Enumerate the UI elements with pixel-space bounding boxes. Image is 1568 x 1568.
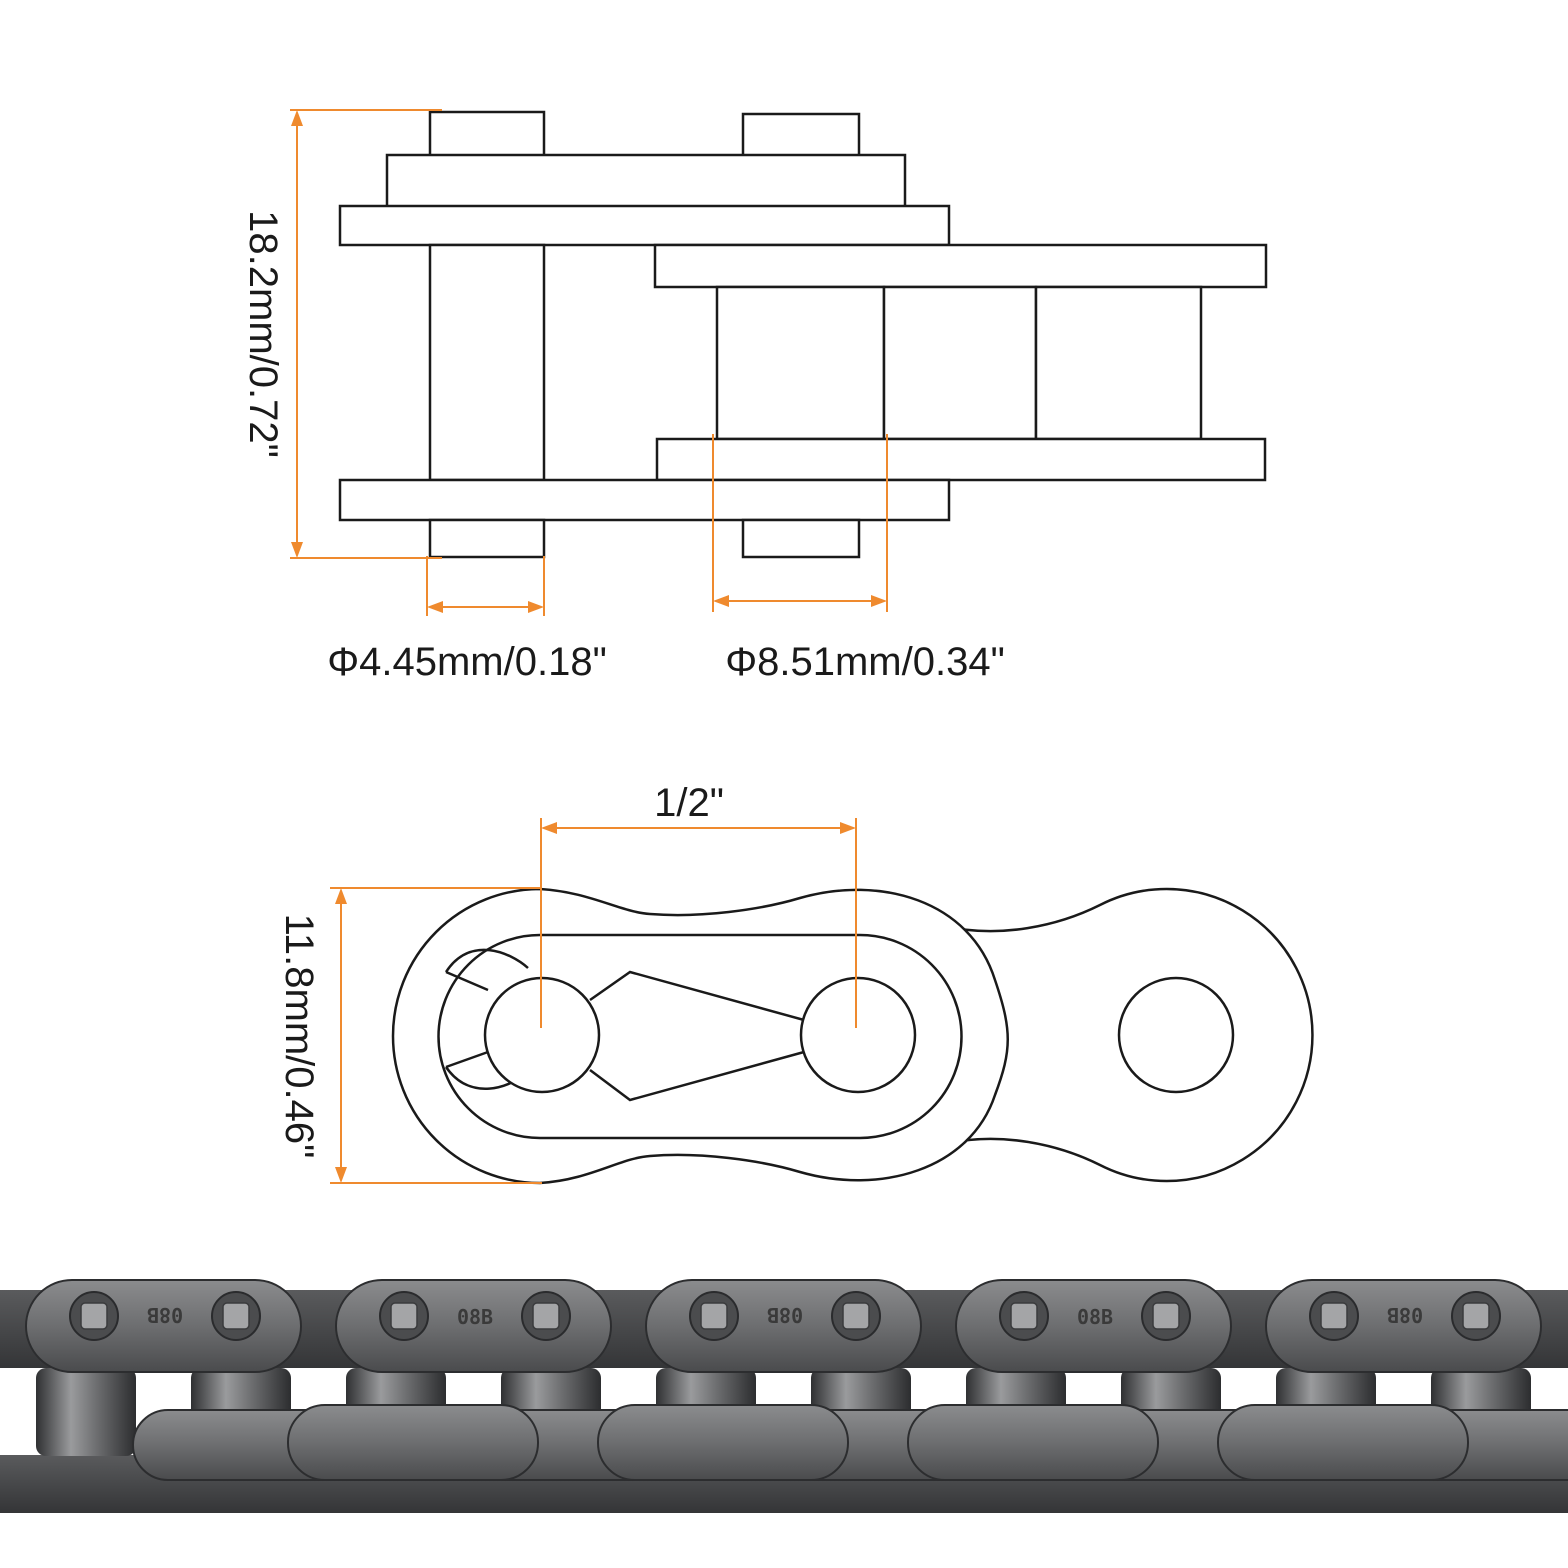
plate-marking: 08B [1077,1305,1113,1329]
chain-roller [36,1368,136,1456]
plate-marking: 08B [1387,1303,1423,1327]
height-dimension [290,109,442,559]
outer-plate-upper [385,153,907,209]
bushing-middle [882,285,1038,441]
pin-diameter-label: Φ4.45mm/0.18" [327,640,607,684]
inner-plate-lower [655,437,1267,482]
chain-pin-head [532,1302,560,1330]
outer-plate-lower [338,478,951,522]
chain-lower-plates [132,1404,1568,1481]
chain-pin-head [80,1302,108,1330]
chain-upper-plates: 08B 08B 08B 08B 08B [25,1279,1542,1373]
roller-diameter-label: Φ8.51mm/0.34" [725,640,1005,684]
chain-pin-head [1320,1302,1348,1330]
pin-head-bottom-left [428,518,546,559]
plate-height-label: 11.8mm/0.46" [277,914,321,1159]
inner-plate-outline [939,887,1314,1183]
chain-pin-head [222,1302,250,1330]
height-label: 18.2mm/0.72" [241,210,285,458]
plate-height-dimension [330,887,542,1184]
pitch-label: 1/2" [654,781,724,825]
pin-head-top-left [428,110,546,158]
inner-plate-upper [653,243,1268,289]
chain-pin-head [1462,1302,1490,1330]
inner-plate-hole [1117,976,1235,1094]
plate-marking: 08B [147,1303,183,1327]
plate-marking: 08B [767,1303,803,1327]
chain-lower-plate [287,1404,539,1481]
chain-pin-head [1152,1302,1180,1330]
roller-diameter-dimension [712,434,888,612]
pin-shaft-left [428,243,546,482]
chain-pin-head [390,1302,418,1330]
roller-left [715,285,886,441]
spring-clip-arms [589,970,805,1102]
plate-marking: 08B [457,1305,493,1329]
pin-head-top-right [741,112,861,158]
chain-photo: 08B 08B 08B 08B 08B [0,1279,1568,1513]
pin-hole-right [799,976,917,1094]
chain-pin-head [1010,1302,1038,1330]
chain-lower-plate [1217,1404,1469,1481]
pin-diameter-dimension [426,556,545,616]
chain-pin-head [700,1302,728,1330]
plate-view-drawing [391,887,1314,1185]
outer-plate-upper-wide [338,204,951,247]
pin-head-bottom-right [741,518,861,559]
chain-lower-plate [597,1404,849,1481]
pitch-dimension [540,818,857,1028]
connecting-plate-inner-contour [437,933,963,1140]
chain-lower-plate [907,1404,1159,1481]
connecting-plate-outline [391,887,1009,1185]
spring-clip [444,948,529,1091]
roller-right [1034,285,1203,441]
chain-pin-head [842,1302,870,1330]
